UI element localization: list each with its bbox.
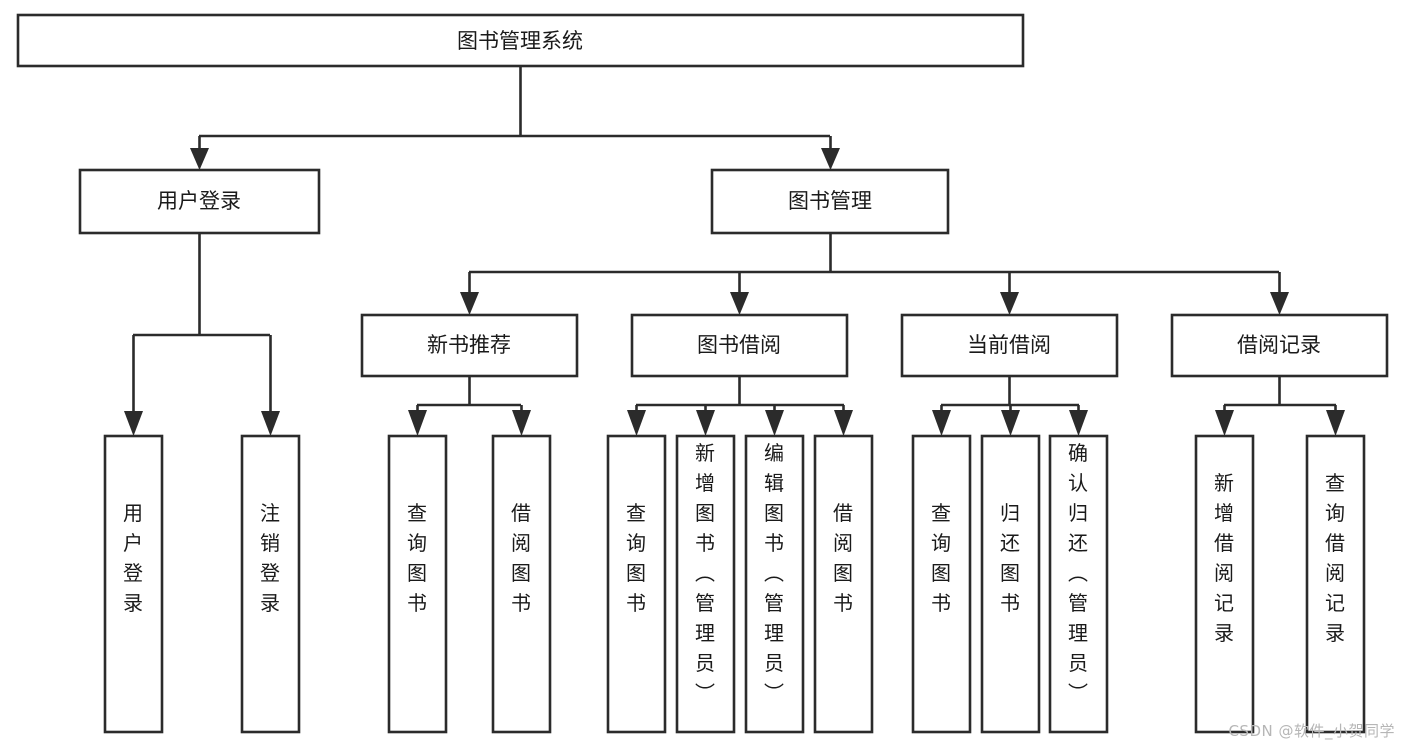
arrowhead-leaf-confirm-return: [1069, 410, 1088, 436]
arrowhead-user-login: [190, 148, 209, 170]
node-leaf-add-book[interactable]: 新增图书︵管理员︶: [675, 434, 736, 734]
arrowhead-new-book-rec: [460, 292, 479, 315]
node-leaf-return-book-box[interactable]: [980, 434, 1041, 734]
node-root-box[interactable]: [16, 13, 1025, 68]
node-leaf-confirm-return[interactable]: 确认归还︵管理员︶: [1048, 434, 1109, 734]
node-leaf-query-record-label: 查询借阅记录: [1325, 471, 1345, 645]
node-leaf-return-book-label: 归还图书: [1000, 501, 1020, 615]
node-leaf-edit-book-box[interactable]: [744, 434, 805, 734]
arrowhead-current-borrow: [1000, 292, 1019, 315]
arrowhead-book-borrow: [730, 292, 749, 315]
node-book-borrow-label: 图书借阅: [697, 333, 781, 357]
node-leaf-query-book-3-box[interactable]: [911, 434, 972, 734]
node-current-borrow[interactable]: 当前借阅: [900, 313, 1119, 378]
arrowhead-leaf-user-login: [124, 411, 143, 436]
node-book-manage-label: 图书管理: [788, 189, 872, 213]
node-leaf-query-book-1[interactable]: 查询图书: [387, 434, 448, 734]
arrowhead-leaf-logout: [261, 411, 280, 436]
node-borrow-record[interactable]: 借阅记录: [1170, 313, 1389, 378]
arrowhead-leaf-add-record: [1215, 410, 1234, 436]
arrowhead-leaf-query-book-2: [627, 410, 646, 436]
node-leaf-user-login-box[interactable]: [103, 434, 164, 734]
node-leaf-logout-label: 注销登录: [260, 501, 280, 615]
arrowhead-leaf-query-book-1: [408, 410, 427, 436]
arrowhead-leaf-borrow-book-2: [834, 410, 853, 436]
arrowhead-leaf-add-book: [696, 410, 715, 436]
node-leaf-edit-book[interactable]: 编辑图书︵管理员︶: [744, 434, 805, 734]
arrowhead-leaf-query-record: [1326, 410, 1345, 436]
node-leaf-borrow-book-1[interactable]: 借阅图书: [491, 434, 552, 734]
node-book-borrow[interactable]: 图书借阅: [630, 313, 849, 378]
node-leaf-query-book-2-label: 查询图书: [626, 501, 646, 615]
node-leaf-query-record[interactable]: 查询借阅记录: [1305, 434, 1366, 734]
watermark-label: CSDN @软件_小贺同学: [1228, 722, 1395, 740]
node-leaf-query-book-1-label: 查询图书: [407, 501, 427, 615]
node-leaf-add-book-label: 新增图书︵管理员︶: [695, 441, 715, 705]
arrowhead-book-manage: [821, 148, 840, 170]
node-leaf-borrow-book-1-label: 借阅图书: [511, 501, 531, 615]
node-leaf-confirm-return-box[interactable]: [1048, 434, 1109, 734]
node-book-manage-box[interactable]: [710, 168, 950, 235]
node-leaf-borrow-book-2-box[interactable]: [813, 434, 874, 734]
node-root-label: 图书管理系统: [457, 29, 583, 53]
node-leaf-add-book-box[interactable]: [675, 434, 736, 734]
node-leaf-query-book-2[interactable]: 查询图书: [606, 434, 667, 734]
node-leaf-logout[interactable]: 注销登录: [240, 434, 301, 734]
node-leaf-query-book-2-box[interactable]: [606, 434, 667, 734]
node-leaf-borrow-book-2[interactable]: 借阅图书: [813, 434, 874, 734]
node-current-borrow-label: 当前借阅: [967, 333, 1051, 357]
node-leaf-borrow-book-2-label: 借阅图书: [833, 501, 853, 615]
node-user-login[interactable]: 用户登录: [78, 168, 321, 235]
node-book-borrow-box[interactable]: [630, 313, 849, 378]
node-leaf-query-book-3[interactable]: 查询图书: [911, 434, 972, 734]
node-leaf-query-book-3-label: 查询图书: [931, 501, 951, 615]
arrowhead-leaf-return-book: [1001, 410, 1020, 436]
node-borrow-record-box[interactable]: [1170, 313, 1389, 378]
node-leaf-query-book-1-box[interactable]: [387, 434, 448, 734]
node-leaf-return-book[interactable]: 归还图书: [980, 434, 1041, 734]
node-user-login-box[interactable]: [78, 168, 321, 235]
node-new-book-rec-label: 新书推荐: [427, 333, 511, 357]
connector-layer: [124, 66, 1345, 436]
node-leaf-query-record-box[interactable]: [1305, 434, 1366, 734]
node-leaf-add-record-label: 新增借阅记录: [1214, 471, 1234, 645]
node-root[interactable]: 图书管理系统: [16, 13, 1025, 68]
node-leaf-borrow-book-1-box[interactable]: [491, 434, 552, 734]
node-leaf-user-login-label: 用户登录: [123, 501, 143, 615]
arrowhead-leaf-borrow-book-1: [512, 410, 531, 436]
node-leaf-add-record[interactable]: 新增借阅记录: [1194, 434, 1255, 734]
node-leaf-confirm-return-label: 确认归还︵管理员︶: [1068, 441, 1088, 705]
node-current-borrow-box[interactable]: [900, 313, 1119, 378]
node-leaf-edit-book-label: 编辑图书︵管理员︶: [764, 441, 784, 705]
node-leaf-logout-box[interactable]: [240, 434, 301, 734]
node-book-manage[interactable]: 图书管理: [710, 168, 950, 235]
node-leaf-add-record-box[interactable]: [1194, 434, 1255, 734]
node-leaf-user-login[interactable]: 用户登录: [103, 434, 164, 734]
arrowhead-borrow-record: [1270, 292, 1289, 315]
arrowhead-leaf-edit-book: [765, 410, 784, 436]
node-new-book-rec[interactable]: 新书推荐: [360, 313, 579, 378]
node-new-book-rec-box[interactable]: [360, 313, 579, 378]
node-user-login-label: 用户登录: [157, 189, 241, 213]
arrowhead-leaf-query-book-3: [932, 410, 951, 436]
node-borrow-record-label: 借阅记录: [1237, 333, 1321, 357]
